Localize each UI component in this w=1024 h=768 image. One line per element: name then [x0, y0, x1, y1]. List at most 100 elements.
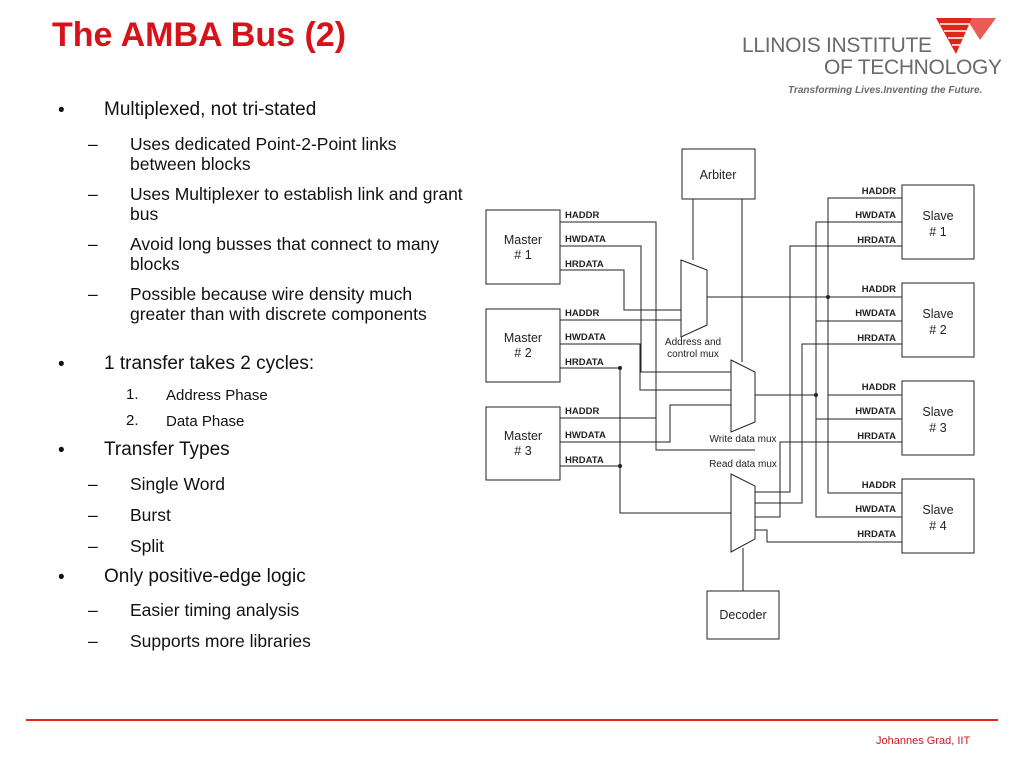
s2-haddr-label: HADDR [862, 284, 896, 295]
bullet-marker: – [88, 134, 98, 154]
m1-haddr-label: HADDR [565, 210, 599, 221]
read-data-mux [730, 473, 756, 553]
bullet-marker: – [88, 505, 98, 525]
slave-2-number: # 2 [929, 323, 946, 337]
footer-divider [26, 719, 998, 721]
junction-dot [814, 393, 818, 397]
junction-dot [618, 464, 622, 468]
m2-hwdata-label: HWDATA [565, 332, 606, 343]
bullet-text: Possible because wire density much great… [130, 284, 427, 324]
numbered-text: Address Phase [166, 387, 268, 404]
m2-hrdata-label: HRDATA [565, 357, 604, 368]
number-marker: 2. [126, 412, 139, 429]
slave-4-box [901, 478, 975, 554]
hwdata-slave-bus [755, 221, 902, 396]
s4-hwdata-label: HWDATA [855, 504, 896, 515]
slave-2-label: Slave [922, 307, 953, 321]
master-3-label: Master [504, 429, 542, 443]
master-3-hwdata-wire [560, 404, 731, 443]
bullet-marker: • [58, 440, 65, 461]
bullet-text: Uses dedicated Point-2-Point links betwe… [130, 134, 397, 174]
haddr-slave-bus [827, 197, 902, 494]
bullet-text: Only positive-edge logic [104, 566, 306, 587]
s2-hrdata-label: HRDATA [857, 333, 896, 344]
logo-line-2: OF TECHNOLOGY [824, 56, 1002, 79]
master-1-hrdata-wire [560, 269, 681, 311]
slave-4-number: # 4 [929, 519, 946, 533]
s1-hrdata-label: HRDATA [857, 235, 896, 246]
slave-3-label: Slave [922, 405, 953, 419]
slide-title: The AMBA Bus (2) [52, 16, 347, 54]
bullet-text: 1 transfer takes 2 cycles: [104, 353, 315, 374]
master-1-label: Master [504, 233, 542, 247]
number-marker: 1. [126, 386, 139, 403]
s3-haddr-label: HADDR [862, 382, 896, 393]
bullet-marker: • [58, 100, 65, 121]
bullet-list: • Multiplexed, not tri-stated – Uses ded… [0, 0, 470, 680]
bullet-text: Avoid long busses that connect to many b… [130, 234, 440, 274]
bullet-marker: – [88, 536, 98, 556]
hrdata-slave-4-wire [755, 529, 902, 543]
address-mux-label-1: Address and [665, 337, 721, 348]
iit-triangle-icon [936, 18, 996, 54]
master-2-hwdata-wire [560, 343, 731, 391]
address-control-mux [680, 259, 708, 338]
master-2-number: # 2 [514, 346, 531, 360]
slave-3-box [901, 380, 975, 456]
bullet-text: Multiplexed, not tri-stated [104, 99, 317, 120]
bullet-text: Split [130, 536, 165, 556]
master-3-hrdata-wire [560, 465, 731, 514]
bullet-marker: – [88, 631, 98, 651]
bullet-text: Uses Multiplexer to establish link and g… [130, 184, 463, 224]
iit-logo: LLINOIS INSTITUTE OF TECHNOLOGY Transfor… [740, 14, 1010, 104]
bullet-text: Easier timing analysis [130, 600, 300, 620]
junction-dot [826, 295, 830, 299]
slave-4-label: Slave [922, 503, 953, 517]
master-3-box [485, 406, 561, 481]
m3-haddr-label: HADDR [565, 406, 599, 417]
m3-hrdata-label: HRDATA [565, 455, 604, 466]
s2-hwdata-label: HWDATA [855, 308, 896, 319]
slave-2-box [901, 282, 975, 358]
master-1-box [485, 209, 561, 285]
slave-1-label: Slave [922, 209, 953, 223]
bullet-text: Transfer Types [104, 439, 230, 460]
slave-3-number: # 3 [929, 421, 946, 435]
m3-hwdata-label: HWDATA [565, 430, 606, 441]
s1-hwdata-label: HWDATA [855, 210, 896, 221]
bullet-text: Burst [130, 505, 171, 525]
junction-dot [618, 366, 622, 370]
slave-1-number: # 1 [929, 225, 946, 239]
logo-tagline: Transforming Lives.Inventing the Future. [788, 85, 983, 96]
numbered-text: Data Phase [166, 413, 245, 430]
m1-hwdata-label: HWDATA [565, 234, 606, 245]
arbiter-box [681, 148, 756, 200]
hwdata-slave-4-wire [815, 395, 902, 518]
logo-line-1: LLINOIS INSTITUTE [742, 34, 932, 57]
bullet-marker: – [88, 234, 98, 254]
bullet-marker: – [88, 474, 98, 494]
bullet-text: Supports more libraries [130, 631, 311, 651]
master-1-number: # 1 [514, 248, 531, 262]
s3-hrdata-label: HRDATA [857, 431, 896, 442]
footer-author: Johannes Grad, IIT [876, 735, 971, 747]
hrdata-slave-3-wire [755, 441, 902, 518]
s4-hrdata-label: HRDATA [857, 529, 896, 540]
master-2-label: Master [504, 331, 542, 345]
hrdata-slave-1-wire [755, 245, 902, 493]
s3-hwdata-label: HWDATA [855, 406, 896, 417]
s4-haddr-label: HADDR [862, 480, 896, 491]
bullet-marker: – [88, 284, 98, 304]
master-3-number: # 3 [514, 444, 531, 458]
bullet-marker: – [88, 184, 98, 204]
write-data-mux [730, 359, 756, 433]
bullet-marker: – [88, 600, 98, 620]
address-mux-label-2: control mux [667, 349, 719, 360]
amba-bus-diagram: Arbiter Decoder Master # 1 Master # 2 Ma… [485, 148, 975, 640]
decoder-label: Decoder [719, 608, 766, 622]
bullet-marker: • [58, 567, 65, 588]
master-2-box [485, 308, 561, 383]
bullet-marker: • [58, 354, 65, 375]
bullet-text: Single Word [130, 474, 226, 494]
arbiter-label: Arbiter [700, 168, 737, 182]
